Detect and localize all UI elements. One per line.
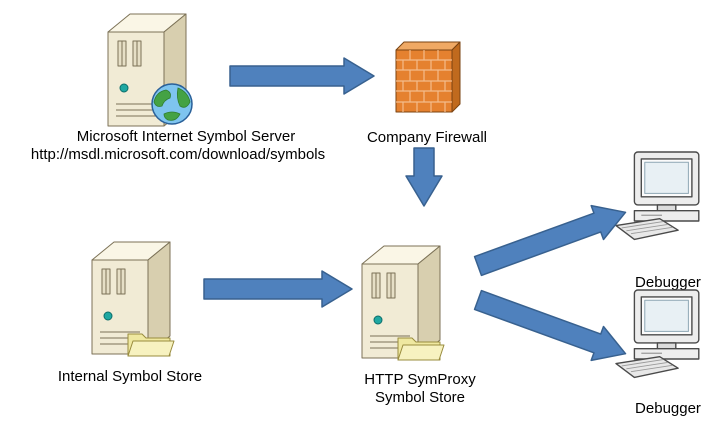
globe-icon [151, 83, 193, 125]
firewall-icon [395, 41, 461, 113]
debugger-top-label: Debugger [635, 274, 701, 291]
arrow-firewall-to-symproxy [405, 147, 443, 207]
arrow-internet-to-firewall [229, 57, 375, 95]
internal-symbol-store-label: Internal Symbol Store [58, 368, 202, 385]
symproxy-label-line2: Symbol Store [375, 389, 465, 406]
arrow-internal-to-symproxy [203, 270, 353, 308]
company-firewall-label: Company Firewall [367, 129, 487, 146]
arrow-symproxy-to-debugger-top [473, 204, 627, 277]
internet-symbol-server-url: http://msdl.microsoft.com/download/symbo… [31, 146, 325, 163]
symproxy-label-line1: HTTP SymProxy [364, 371, 476, 388]
debugger-top-computer-icon [615, 151, 700, 241]
arrow-symproxy-to-debugger-bottom [473, 289, 627, 362]
internet-symbol-server-label: Microsoft Internet Symbol Server [77, 128, 295, 145]
debugger-bottom-computer-icon [615, 289, 700, 379]
debugger-bottom-label: Debugger [635, 400, 701, 417]
